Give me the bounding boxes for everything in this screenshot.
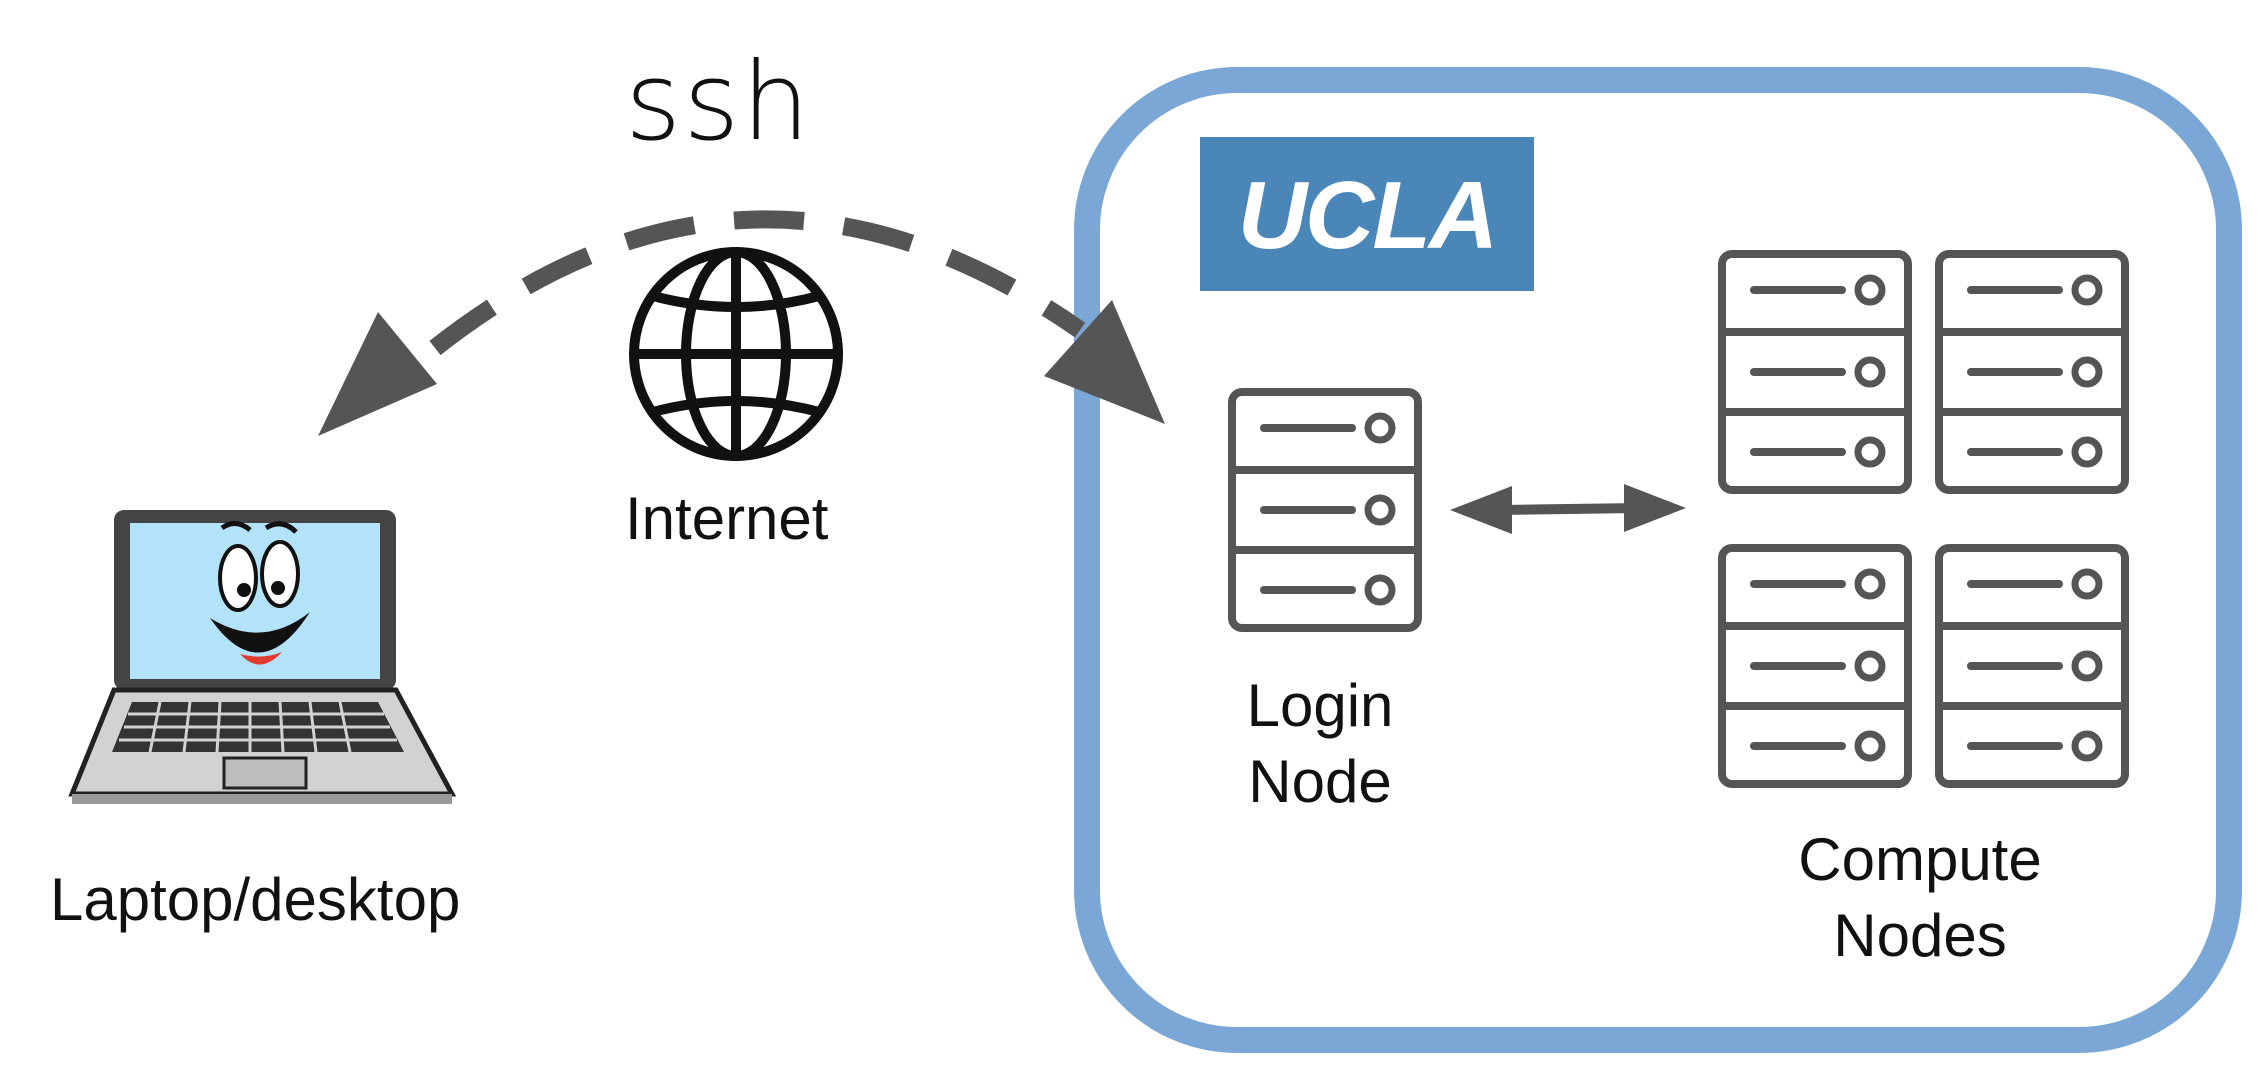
- compute-nodes-label-line1: Compute: [1798, 826, 2042, 893]
- login-node-label: Login Node: [1230, 668, 1410, 820]
- ssh-connection-arrow: [429, 210, 1086, 356]
- login-compute-link-arrow: [1450, 484, 1686, 534]
- arrowhead-to-login-node-icon: [1044, 300, 1165, 424]
- login-node-label-line1: Login: [1246, 672, 1394, 739]
- compute-node-server-icon-3: [1722, 548, 1908, 784]
- login-node-server-icon: [1232, 392, 1418, 628]
- compute-nodes-label: Compute Nodes: [1770, 822, 2070, 974]
- internet-label: Internet: [625, 485, 829, 552]
- smiley-face-icon: [210, 521, 310, 665]
- arrowhead-to-laptop-icon: [318, 312, 437, 436]
- compute-nodes-label-line2: Nodes: [1833, 902, 2007, 969]
- globe-icon: [629, 247, 843, 461]
- laptop-desktop-label: Laptop/desktop: [50, 866, 461, 933]
- laptop-icon: [68, 510, 457, 804]
- compute-node-server-icon-2: [1939, 254, 2125, 490]
- ucla-logo-box: [1200, 137, 1534, 291]
- ucla-logo-text: UCLA: [1237, 162, 1499, 269]
- login-node-label-line2: Node: [1248, 748, 1392, 815]
- compute-node-server-icon-1: [1722, 254, 1908, 490]
- ssh-label: ssh: [625, 40, 812, 165]
- compute-node-server-icon-4: [1939, 548, 2125, 784]
- cluster-boundary: [1074, 67, 2242, 1053]
